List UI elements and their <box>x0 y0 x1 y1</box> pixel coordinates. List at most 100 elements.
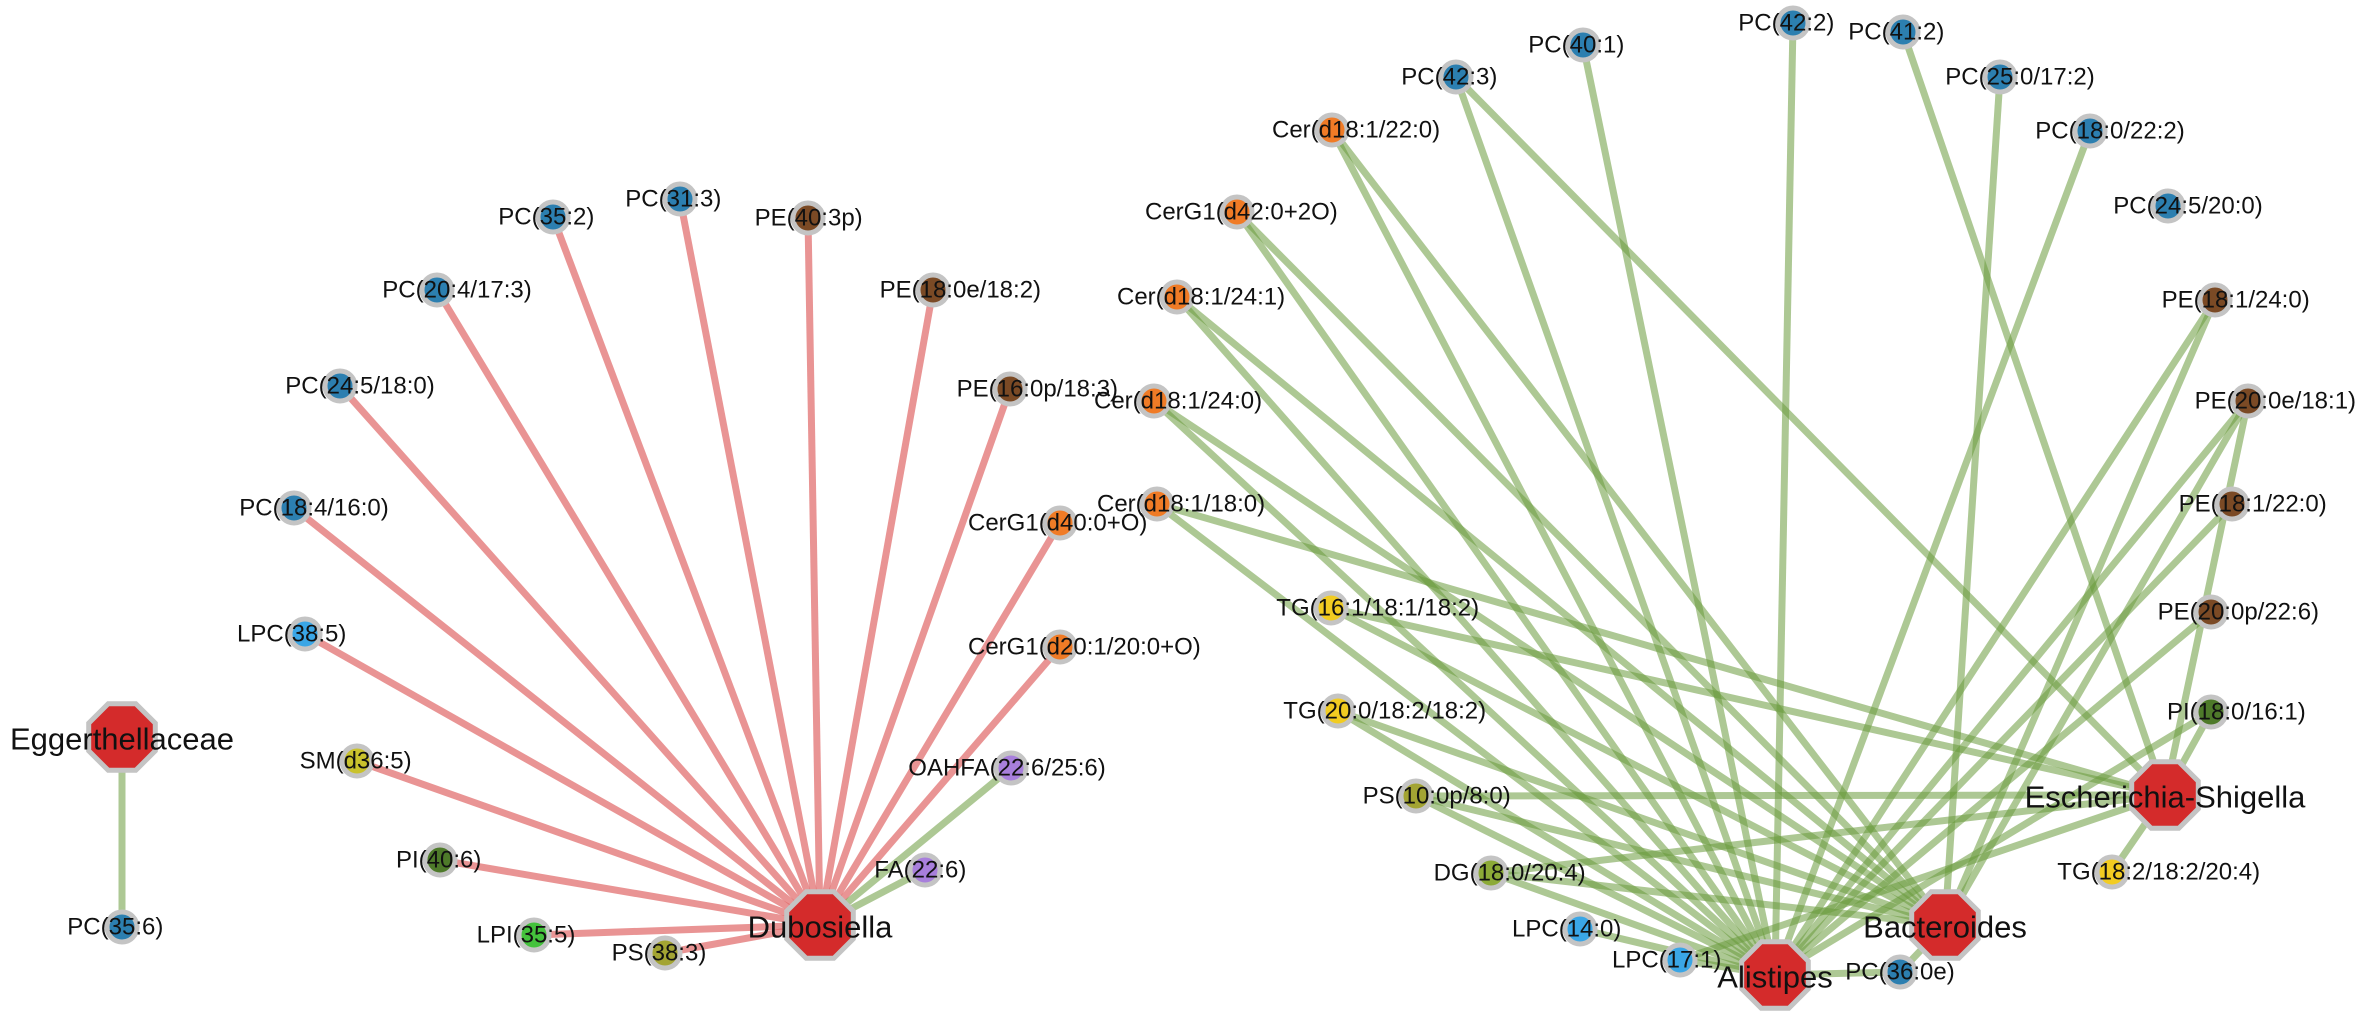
lipid-node-pc184_160[interactable] <box>276 490 312 526</box>
lipid-label-pe181_240: PE(18:1/24:0) <box>2162 287 2310 314</box>
lipid-node-pe403p[interactable] <box>790 200 826 236</box>
lipid-node-pc412[interactable] <box>1885 14 1921 50</box>
lipid-node-pe180e_182[interactable] <box>915 272 951 308</box>
lipid-label-pc360e: PC(36:0e) <box>1845 959 1954 986</box>
lipid-node-pc250_172[interactable] <box>1982 59 2018 95</box>
taxon-node-escherichia[interactable] <box>2129 759 2201 831</box>
edge-dubosiella-pe180e_182 <box>816 289 937 926</box>
lipid-node-pc352[interactable] <box>535 199 571 235</box>
lipid-node-pc356[interactable] <box>104 909 140 945</box>
lipid-label-pe181_220: PE(18:1/22:0) <box>2179 491 2327 518</box>
lipid-node-pi406[interactable] <box>422 842 458 878</box>
lipid-node-cerg1_d400o[interactable] <box>1042 505 1078 541</box>
lipid-node-pc245_180[interactable] <box>322 368 358 404</box>
lipid-node-tg182_182_204[interactable] <box>2094 854 2130 890</box>
taxon-node-eggerthellaceae[interactable] <box>86 701 158 773</box>
lipid-node-pe181_240[interactable] <box>2197 282 2233 318</box>
edge-dubosiella-pc313 <box>676 198 824 926</box>
lipid-label-pc313: PC(31:3) <box>625 186 721 213</box>
edge-escherichia-lpc171 <box>1678 791 2167 964</box>
lipid-node-oahfa226_256[interactable] <box>993 750 1029 786</box>
lipid-node-lpc140[interactable] <box>1562 911 1598 947</box>
lipid-node-sm_d365[interactable] <box>339 743 375 779</box>
edge-dubosiella-pe160p_183 <box>816 387 1014 927</box>
lipid-node-pc204_173[interactable] <box>419 272 455 308</box>
edge-bacteroides-tg200_182_182 <box>1336 707 1947 929</box>
lipid-node-pc313[interactable] <box>662 181 698 217</box>
edge-dubosiella-pc245_180 <box>337 383 823 928</box>
lipid-label-lpi355: LPI(35:5) <box>477 922 576 949</box>
lipid-node-pc360e[interactable] <box>1882 954 1918 990</box>
lipid-label-pe200p_226: PE(20:0p/22:6) <box>2158 599 2319 626</box>
lipid-node-cer_d181_240[interactable] <box>1136 383 1172 419</box>
edge-dubosiella-pc184_160 <box>291 505 823 928</box>
lipid-node-pe160p_183[interactable] <box>992 371 1028 407</box>
lipid-label-pc423: PC(42:3) <box>1401 64 1497 91</box>
lipid-node-pc245_200[interactable] <box>2150 188 2186 224</box>
lipid-label-cerg1_d400o: CerG1(d40:0+O) <box>968 510 1147 537</box>
lipid-node-pc423[interactable] <box>1438 59 1474 95</box>
lipid-node-cerg1_d201_200o[interactable] <box>1042 629 1078 665</box>
edge-escherichia-pc423 <box>1453 74 2168 798</box>
lipid-node-pe200p_226[interactable] <box>2193 594 2229 630</box>
lipid-node-cer_d181_220[interactable] <box>1314 112 1350 148</box>
lipid-label-pc204_173: PC(20:4/17:3) <box>382 277 531 304</box>
lipid-node-ps383[interactable] <box>647 935 683 971</box>
lipid-label-sm_d365: SM(d36:5) <box>300 748 412 775</box>
lipid-label-pc422: PC(42:2) <box>1738 10 1834 37</box>
taxon-label-dubosiella: Dubosiella <box>748 910 894 945</box>
lipid-label-pc250_172: PC(25:0/17:2) <box>1945 64 2094 91</box>
lipid-node-lpi355[interactable] <box>516 917 552 953</box>
lipid-label-dg180_204: DG(18:0/20:4) <box>1434 860 1586 887</box>
edge-escherichia-dg180_204 <box>1490 791 2166 877</box>
lipid-node-pc401[interactable] <box>1565 27 1601 63</box>
lipid-node-cerg1_d420_2o[interactable] <box>1219 194 1255 230</box>
edge-alistipes-cer_d181_220 <box>1328 128 1779 977</box>
lipid-node-pe181_220[interactable] <box>2214 486 2250 522</box>
taxon-node-alistipes[interactable] <box>1739 939 1811 1011</box>
edge-dubosiella-pi406 <box>439 856 821 929</box>
lipid-label-ps383: PS(38:3) <box>612 940 707 967</box>
lipid-node-tg200_182_182[interactable] <box>1320 693 1356 729</box>
lipid-label-cer_d181_240: Cer(d18:1/24:0) <box>1094 388 1262 415</box>
edge-bacteroides-pe181_240 <box>1941 298 2219 927</box>
edge-alistipes-tg200_182_182 <box>1336 708 1777 978</box>
lipid-label-ps100p_80: PS(10:0p/8:0) <box>1363 783 1511 810</box>
edge-bacteroides-cerg1_d420_2o <box>1234 209 1948 928</box>
lipid-node-lpc385[interactable] <box>287 616 323 652</box>
lipid-node-pe200e_181[interactable] <box>2230 383 2266 419</box>
lipid-node-cer_d181_180[interactable] <box>1139 486 1175 522</box>
edge-dubosiella-lpi355 <box>533 921 821 939</box>
edge-alistipes-dg180_204 <box>1489 869 1777 979</box>
lipid-label-tg161_181_182: TG(16:1/18:1/18:2) <box>1276 595 1479 622</box>
lipid-node-dg180_204[interactable] <box>1473 855 1509 891</box>
lipid-label-lpc171: LPC(17:1) <box>1612 947 1721 974</box>
lipid-label-pi406: PI(40:6) <box>396 847 481 874</box>
lipid-node-tg161_181_182[interactable] <box>1313 590 1349 626</box>
lipid-node-pi180_161[interactable] <box>2193 694 2229 730</box>
lipid-node-fa226[interactable] <box>907 852 943 888</box>
lipid-label-pc180_222: PC(18:0/22:2) <box>2035 118 2184 145</box>
edge-bacteroides-pc250_172 <box>1941 76 2004 926</box>
lipid-label-pi180_161: PI(18:0/16:1) <box>2167 699 2306 726</box>
lipid-label-pe160p_183: PE(16:0p/18:3) <box>957 376 1118 403</box>
edge-alistipes-pe181_220 <box>1772 501 2235 978</box>
lipid-label-lpc140: LPC(14:0) <box>1512 916 1621 943</box>
lipid-label-pc184_160: PC(18:4/16:0) <box>239 495 388 522</box>
lipid-node-ps100p_80[interactable] <box>1398 778 1434 814</box>
taxon-label-escherichia: Escherichia-Shigella <box>2025 780 2307 815</box>
edge-dubosiella-lpc385 <box>303 630 822 929</box>
taxon-node-bacteroides[interactable] <box>1909 889 1981 961</box>
lipid-node-pc180_222[interactable] <box>2072 113 2108 149</box>
lipid-label-pc412: PC(41:2) <box>1848 19 1944 46</box>
lipid-node-lpc171[interactable] <box>1662 942 1698 978</box>
edge-escherichia-ps100p_80 <box>1415 791 2166 800</box>
taxon-label-alistipes: Alistipes <box>1717 960 1832 995</box>
edge-dubosiella-oahfa226_256 <box>817 765 1014 928</box>
edge-dubosiella-pc352 <box>549 215 824 927</box>
lipid-label-cerg1_d420_2o: CerG1(d42:0+2O) <box>1145 199 1338 226</box>
taxon-node-dubosiella[interactable] <box>784 889 856 961</box>
lipid-node-cer_d181_241[interactable] <box>1159 279 1195 315</box>
lipid-node-pc422[interactable] <box>1775 5 1811 41</box>
